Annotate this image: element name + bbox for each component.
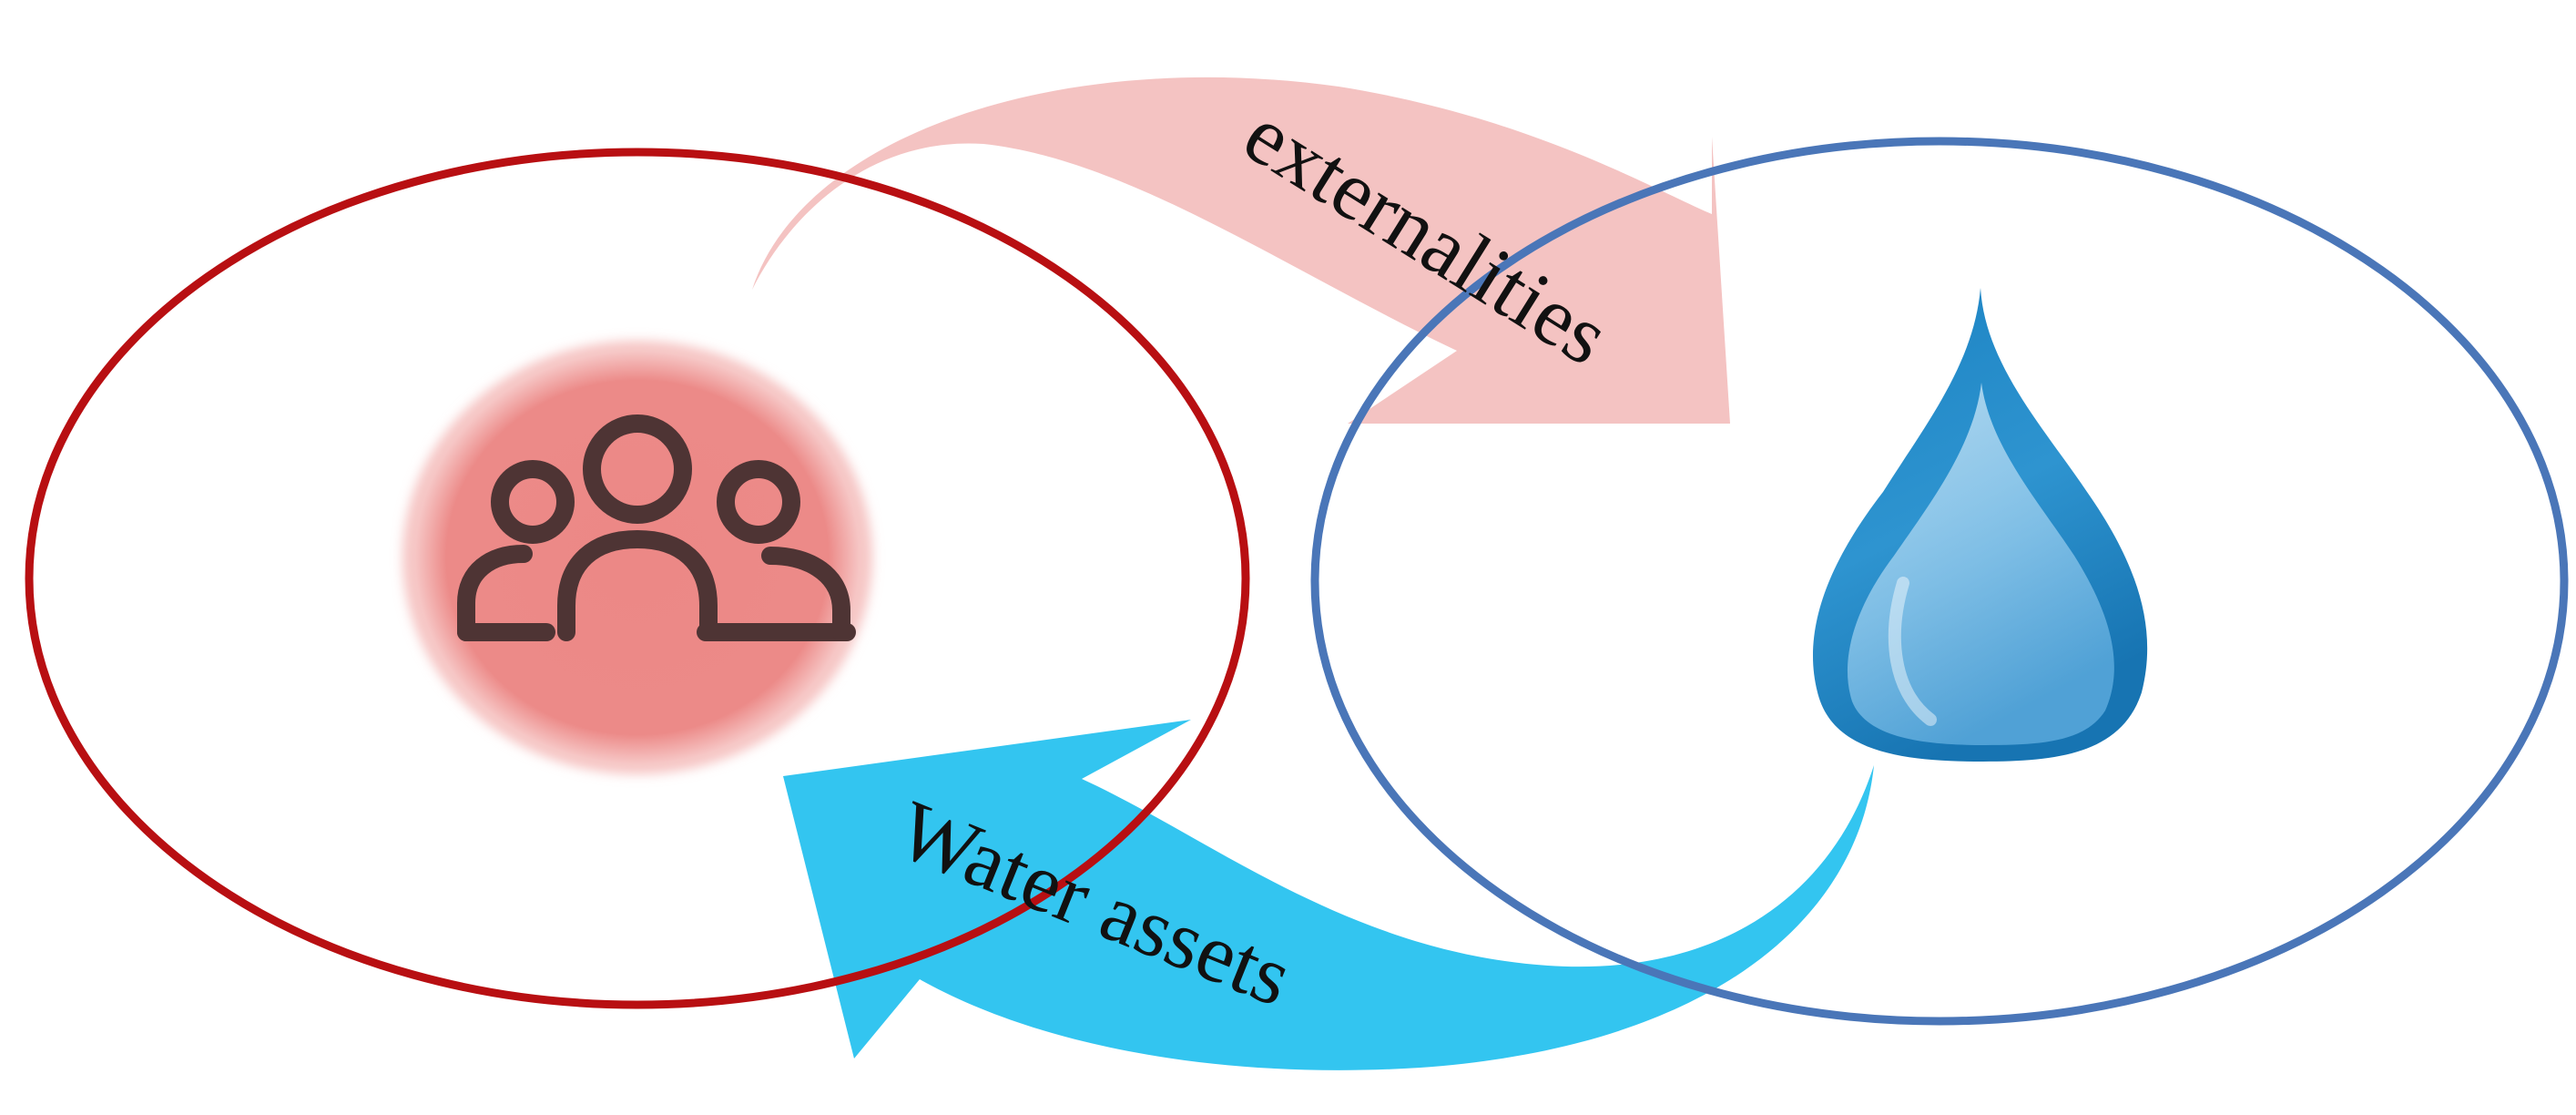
water-circle	[1310, 137, 2569, 1026]
people-group-icon	[402, 341, 872, 774]
people-circle	[25, 148, 1250, 1009]
water-drop-icon	[1812, 288, 2148, 762]
externalities-arrow	[752, 77, 1730, 424]
water-assets-arrow	[783, 720, 1874, 1070]
